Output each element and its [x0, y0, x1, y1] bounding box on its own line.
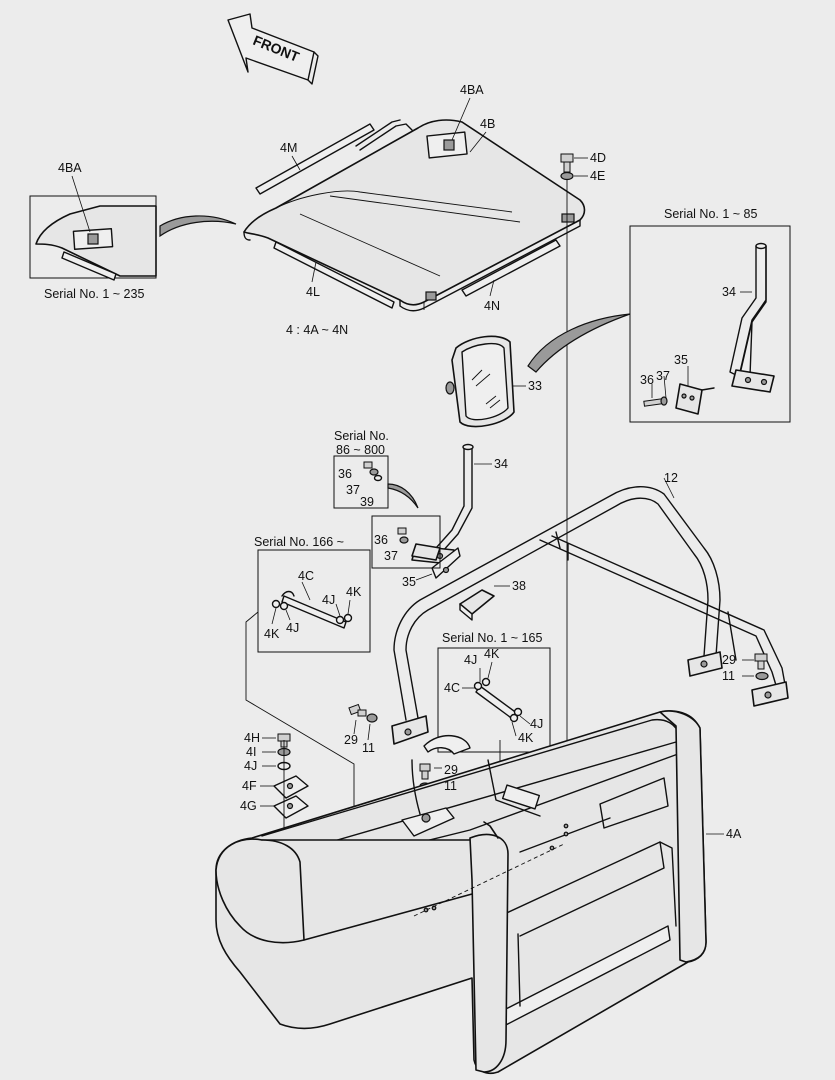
label-4e: 4E: [590, 169, 605, 183]
bolt-29-right: [742, 653, 769, 681]
inset-serial-1-235: [29, 175, 237, 281]
bolt-4d: [560, 153, 574, 173]
label-4b: 4B: [480, 117, 495, 131]
washer-4e: [560, 171, 574, 181]
label-38: 38: [512, 579, 526, 593]
label-34-inset: 34: [722, 285, 736, 299]
inset-serial-86-800: [333, 455, 419, 509]
label-37-a: 37: [346, 483, 360, 497]
label-4ba-main: 4BA: [460, 83, 484, 97]
label-4j-c: 4J: [244, 759, 257, 773]
label-29-center: 29: [444, 763, 458, 777]
label-4i: 4I: [246, 745, 256, 759]
label-36-b: 36: [374, 533, 388, 547]
label-34-main: 34: [494, 457, 508, 471]
seal-strip-4m: [255, 123, 375, 195]
label-4c-b: 4C: [444, 681, 460, 695]
label-4j-a1: 4J: [322, 593, 335, 607]
label-29-left: 29: [344, 733, 358, 747]
label-4k-a2: 4K: [264, 627, 280, 641]
seal-strip-4n: [461, 239, 561, 297]
label-4m: 4M: [280, 141, 297, 155]
label-36-inset: 36: [640, 373, 654, 387]
callout-arrow-1-85: [527, 313, 631, 373]
inset-bolt-detail: [371, 515, 441, 569]
label-4ba-inset: 4BA: [58, 161, 82, 175]
fastener-stack-left: [260, 733, 309, 840]
label-4j-b1: 4J: [464, 653, 477, 667]
label-4a: 4A: [726, 827, 742, 841]
front-direction-arrow: FRONT: [227, 13, 319, 85]
bracket-38: [459, 585, 510, 621]
label-12: 12: [664, 471, 678, 485]
label-serial-1-165: Serial No. 1 ~ 165: [442, 631, 542, 645]
label-4j-a2: 4J: [286, 621, 299, 635]
label-11-left: 11: [362, 741, 375, 755]
part-labels: 4BA 4B 4M 4BA 4D 4E Serial No. 1 ~ 235 4…: [44, 83, 758, 841]
label-4g: 4G: [240, 799, 257, 813]
label-36-a: 36: [338, 467, 352, 481]
label-35-main: 35: [402, 575, 416, 589]
label-serial-166: Serial No. 166 ~: [254, 535, 344, 549]
label-4h: 4H: [244, 731, 260, 745]
mirror-stay: [435, 443, 492, 553]
label-4n: 4N: [484, 299, 500, 313]
label-4j-b2: 4J: [530, 717, 543, 731]
label-4l: 4L: [306, 285, 320, 299]
label-33: 33: [528, 379, 542, 393]
label-4k-a1: 4K: [346, 585, 362, 599]
label-39: 39: [360, 495, 374, 509]
roof-panel: [243, 119, 586, 312]
label-4k-b1: 4K: [484, 647, 500, 661]
label-4c-a: 4C: [298, 569, 314, 583]
label-11-center: 11: [444, 779, 457, 793]
label-29-right: 29: [722, 653, 736, 667]
label-serial-1-235: Serial No. 1 ~ 235: [44, 287, 144, 301]
label-4k-b2: 4K: [518, 731, 534, 745]
inset-serial-166: [245, 549, 414, 911]
inset-serial-1-85: [629, 225, 791, 423]
seal-strip-4l: [273, 241, 395, 309]
label-4d: 4D: [590, 151, 606, 165]
bolt-29-left: [348, 703, 378, 741]
label-serial-86-800-b: 86 ~ 800: [336, 443, 385, 457]
label-37-b: 37: [384, 549, 398, 563]
rops-frame: [391, 477, 789, 745]
seat-base: [215, 710, 724, 1075]
label-35-inset: 35: [674, 353, 688, 367]
label-serial-86-800-a: Serial No.: [334, 429, 389, 443]
label-composition: 4 : 4A ~ 4N: [286, 323, 348, 337]
label-4f: 4F: [242, 779, 257, 793]
label-serial-1-85: Serial No. 1 ~ 85: [664, 207, 758, 221]
label-37-inset: 37: [656, 369, 670, 383]
mirror: [445, 335, 515, 428]
label-11-right: 11: [722, 669, 735, 683]
